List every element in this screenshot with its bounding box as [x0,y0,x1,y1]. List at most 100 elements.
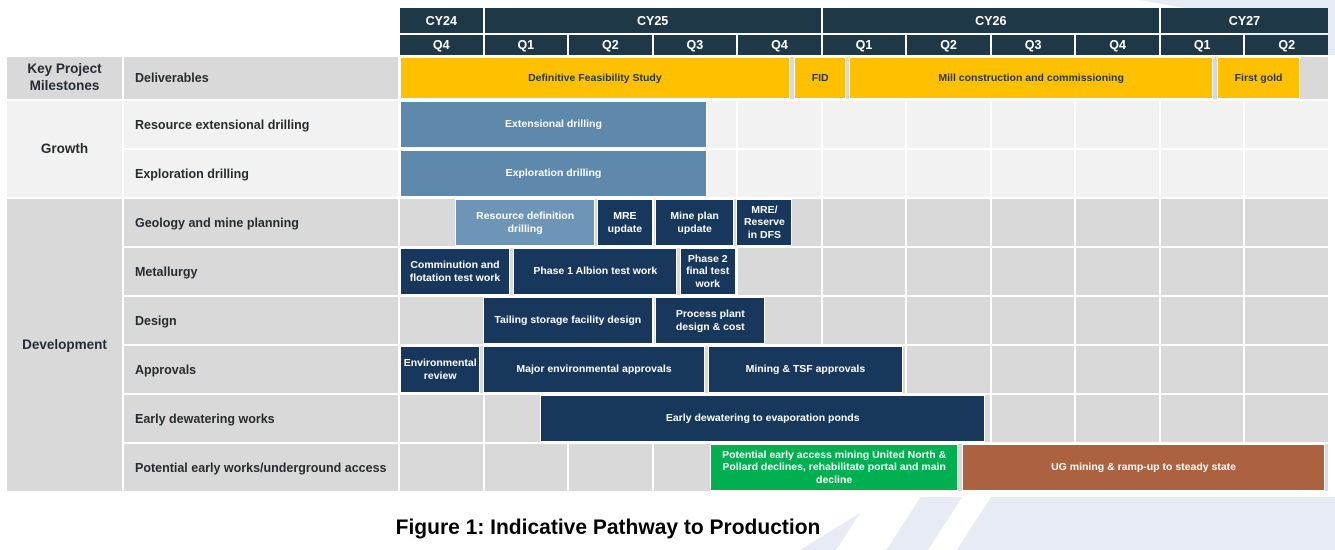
gantt-bar-first-gold: First gold [1216,57,1301,99]
quarter-cell [1245,101,1328,148]
gantt-bar-extensional-drilling: Extensional drilling [400,101,707,148]
gantt-bar-major-environmental-approvals: Major environmental approvals [482,346,706,393]
quarter-cell [822,199,906,246]
gantt-bar-environmental-review: Environmental review [400,346,481,393]
quarter-header-8-q4: Q4 [1076,35,1159,55]
quarter-cell [738,150,821,197]
row-label: Deliverables [124,57,398,99]
gantt-bar-mine-plan-update: Mine plan update [655,199,734,246]
quarter-cell [907,248,990,295]
gantt-bar-early-dewatering-to-evaporation-ponds: Early dewatering to evaporation ponds [540,395,986,442]
year-header-cy26: CY26 [822,8,1159,33]
row-track: Exploration drilling [400,150,1330,197]
quarter-cell [1245,150,1328,197]
gantt-bar-definitive-feasibility-study: Definitive Feasibility Study [400,57,790,99]
quarter-cell [1245,199,1328,246]
quarter-cell [1160,297,1244,344]
quarter-header-7-q3: Q3 [991,35,1075,55]
row-track: Extensional drilling [400,101,1330,148]
quarter-cell [1076,395,1159,442]
row-label: Early dewatering works [124,395,398,442]
gantt-bar-mill-construction-and-commissioning: Mill construction and commissioning [848,57,1214,99]
quarter-cell [1160,346,1244,393]
quarter-cell [1160,199,1244,246]
gantt-bar-fid: FID [793,57,847,99]
quarter-header-9-q1: Q1 [1160,35,1244,55]
gantt-bar-mining-tsf-approvals: Mining & TSF approvals [707,346,904,393]
year-header-cy25: CY25 [484,8,821,33]
quarter-cell [991,248,1075,295]
gantt-bar-tailing-storage-facility-design: Tailing storage facility design [482,297,653,344]
quarter-header-3-q3: Q3 [653,35,737,55]
gantt-bar-mre-reserve-in-dfs: MRE/ Reserve in DFS [736,199,793,246]
row-track: Potential early access mining United Nor… [400,444,1330,491]
row-label: Design [124,297,398,344]
quarter-cell [907,346,990,393]
quarter-cell [1076,248,1159,295]
row-label: Potential early works/underground access [124,444,398,491]
quarter-cell [991,150,1075,197]
quarter-cell [907,199,990,246]
quarter-cell [1245,395,1328,442]
quarter-cell [400,444,483,491]
row-label: Exploration drilling [124,150,398,197]
quarter-cell [1160,101,1244,148]
quarter-cell [991,346,1075,393]
quarter-cell [569,444,652,491]
quarter-header-10-q2: Q2 [1245,35,1328,55]
quarter-cell [991,101,1075,148]
row-label: Geology and mine planning [124,199,398,246]
quarter-cell [822,101,906,148]
quarter-header-6-q2: Q2 [907,35,990,55]
quarter-cell [738,101,821,148]
quarter-cell [991,199,1075,246]
quarter-cell [991,395,1075,442]
row-label: Metallurgy [124,248,398,295]
gantt-bar-process-plant-design-cost: Process plant design & cost [655,297,766,344]
quarter-cell [400,297,483,344]
gantt-bar-resource-definition-drilling: Resource definition drilling [454,199,596,246]
quarter-header-4-q4: Q4 [738,35,821,55]
quarter-cell [1245,248,1328,295]
quarter-header-5-q1: Q1 [822,35,906,55]
row-label: Resource extensional drilling [124,101,398,148]
year-header-cy24: CY24 [400,8,483,33]
row-track: Early dewatering to evaporation ponds [400,395,1330,442]
gantt-bar-exploration-drilling: Exploration drilling [400,150,707,197]
quarter-cell [1076,101,1159,148]
quarter-cell [907,297,990,344]
gantt-bar-mre-update: MRE update [596,199,653,246]
year-header-cy27: CY27 [1160,8,1328,33]
quarter-cell [1245,297,1328,344]
row-potential-early-works-underground-access: Potential early works/underground access… [124,444,1330,491]
group-label-key-project-milestones: Key Project Milestones [7,57,122,99]
gantt-bar-phase-1-albion-test-work: Phase 1 Albion test work [513,248,678,295]
quarter-cell [484,444,568,491]
quarter-header-2-q2: Q2 [569,35,652,55]
quarter-cell [1076,150,1159,197]
quarter-cell [991,297,1075,344]
group-label-growth: Growth [7,101,122,197]
row-label: Approvals [124,346,398,393]
quarter-cell [907,150,990,197]
figure-caption: Figure 1: Indicative Pathway to Producti… [395,516,821,539]
quarter-header-1-q1: Q1 [484,35,568,55]
quarter-cell [822,297,906,344]
